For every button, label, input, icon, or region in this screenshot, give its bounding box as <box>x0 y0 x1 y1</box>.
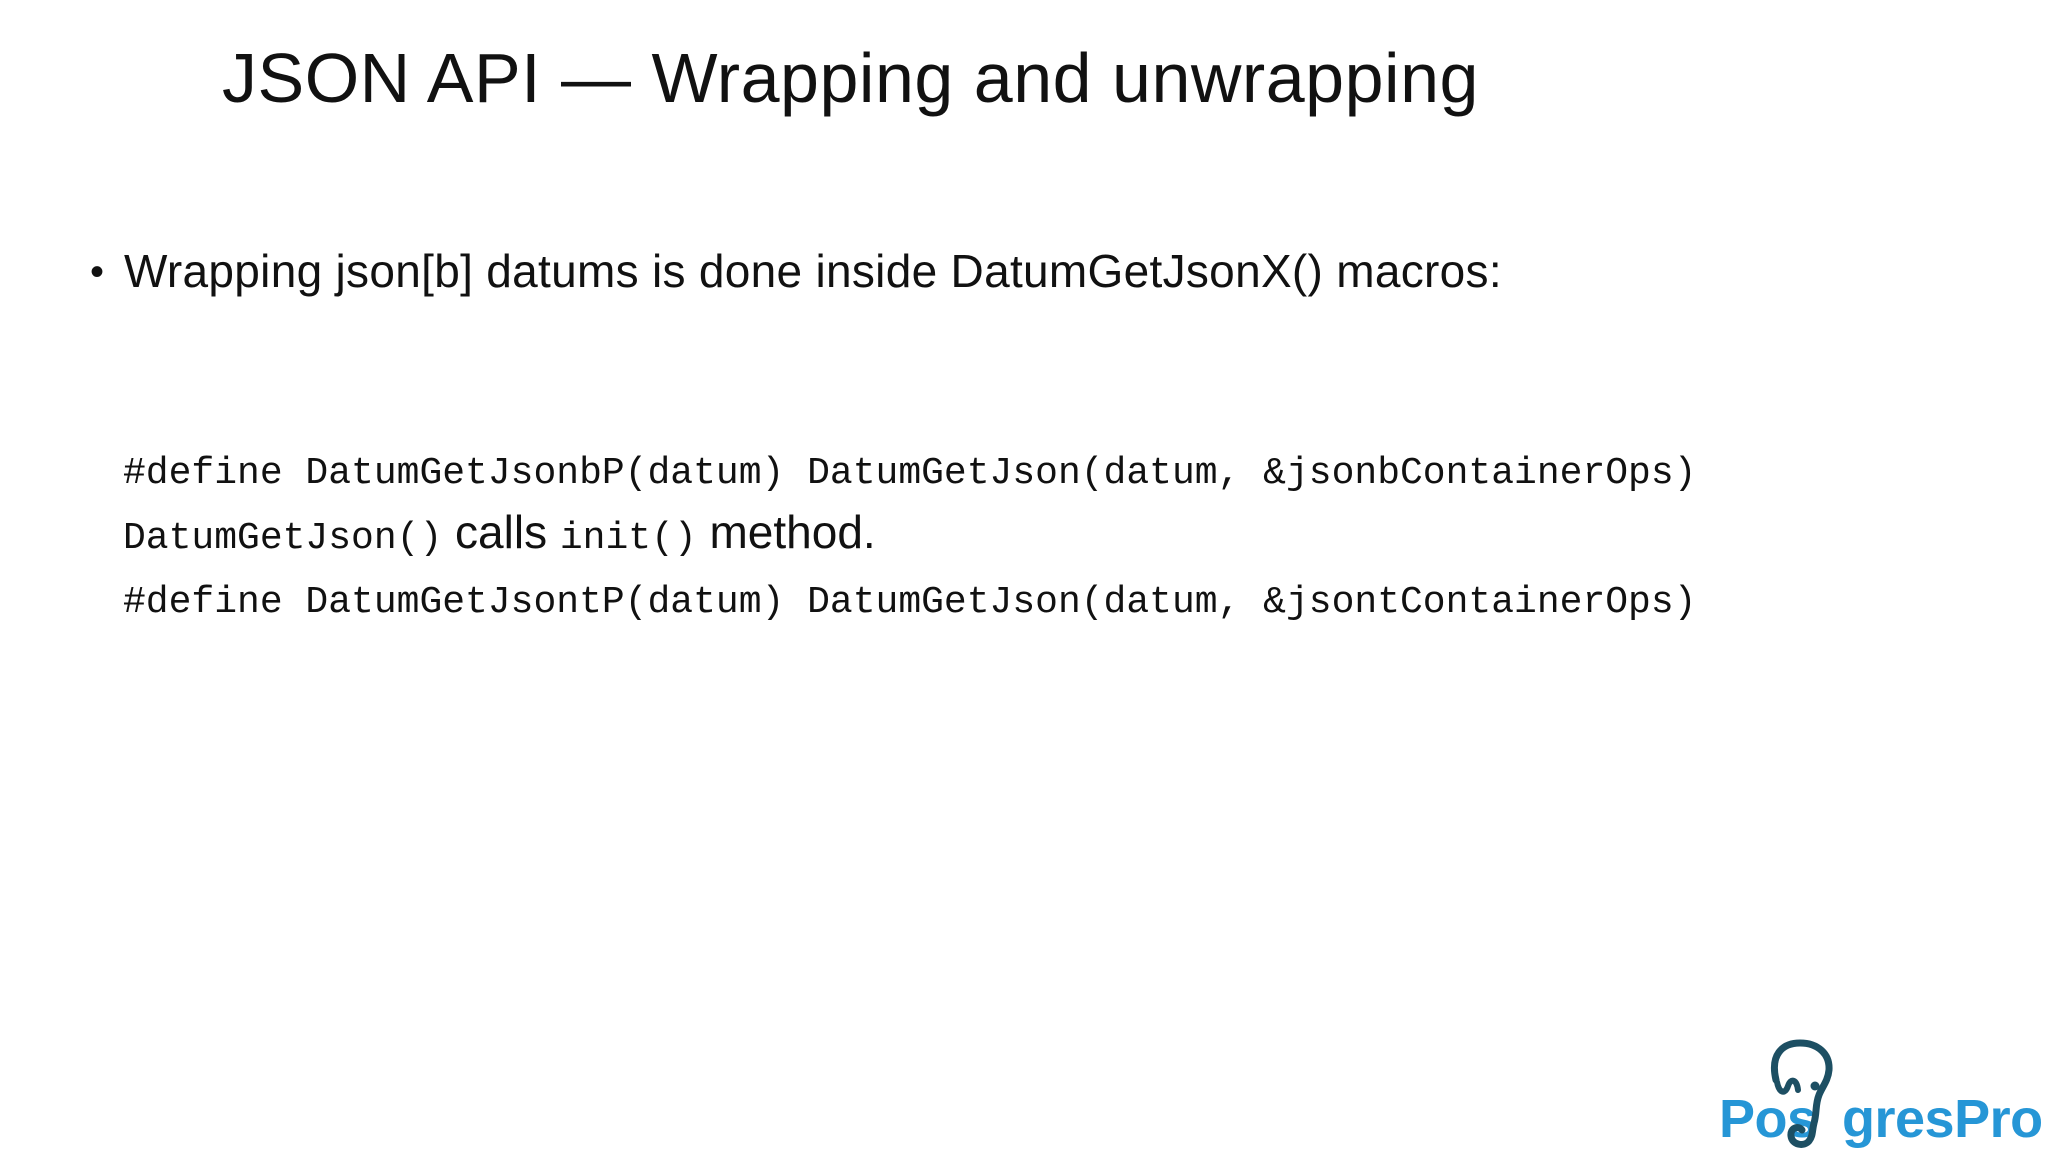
note-text-method: method. <box>696 506 876 558</box>
note-line: DatumGetJson() calls init() method. <box>123 505 876 560</box>
bullet-item: • Wrapping json[b] datums is done inside… <box>90 244 1502 298</box>
postgrespro-logo-graphic: Pos gresPro <box>1719 1039 2043 1149</box>
code-line-define-jsonb: #define DatumGetJsonbP(datum) DatumGetJs… <box>123 452 1697 495</box>
code-block: #define DatumGetJsonbP(datum) DatumGetJs… <box>123 366 1696 710</box>
note-text-calls: calls <box>442 506 560 558</box>
logo-text-grespro: gresPro <box>1842 1089 2043 1149</box>
note-code-datumgetjson: DatumGetJson() <box>123 517 443 560</box>
bullet-marker: • <box>90 250 105 294</box>
code-line-define-jsont: #define DatumGetJsontP(datum) DatumGetJs… <box>123 581 1697 624</box>
bullet-text: Wrapping json[b] datums is done inside D… <box>124 245 1502 297</box>
elephant-eye-icon <box>1810 1081 1820 1091</box>
slide-title: JSON API — Wrapping and unwrapping <box>222 39 1479 117</box>
logo-text-pos: Pos <box>1719 1089 1817 1149</box>
postgrespro-logo: Pos gresPro <box>1712 1037 2048 1152</box>
note-code-init: init() <box>559 517 697 560</box>
elephant-ear-trunk-icon <box>1771 1039 1833 1148</box>
elephant-face-squiggle-icon <box>1774 1077 1801 1095</box>
